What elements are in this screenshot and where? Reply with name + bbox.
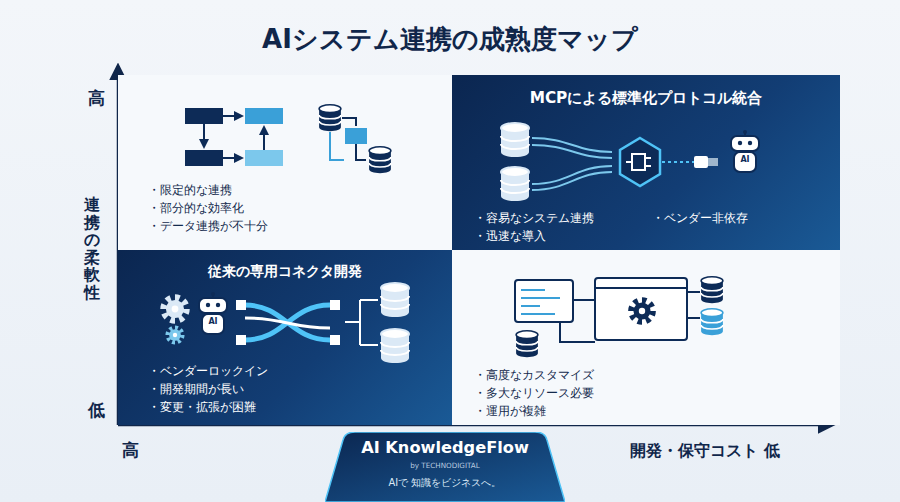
quadrant-panel: MCPによる標準化プロトコル統合・容易なシステム連携・迅速な導入 ・ベンダー非依存	[452, 75, 840, 250]
connector-illustration	[164, 283, 409, 363]
axis-end-label: 高	[122, 440, 139, 460]
robot-label: AI	[735, 155, 755, 165]
axis-end-label: 低	[88, 400, 105, 420]
flow-icon	[185, 108, 283, 166]
robot-label: AI	[203, 317, 223, 327]
node-text: ・運用が複雑	[474, 404, 546, 419]
node-text: ・多大なリソース必要	[474, 386, 594, 401]
database-icon	[319, 105, 391, 173]
node-text: ・ベンダー非依存	[652, 211, 748, 226]
quadrant-panel: 従来の専用コネクタ開発・ベンダーロックイン・開発期間が長い・変更・拡張が困難	[118, 250, 452, 425]
node-heading: AI KnowledgeFlow	[325, 438, 565, 458]
node-text: ・変更・拡張が困難	[148, 400, 256, 415]
title: AIシステム連携の成熟度マップ	[0, 22, 900, 57]
custom-illustration	[515, 277, 723, 357]
node-text: ・限定的な連携	[148, 183, 232, 198]
brand-tab: AI KnowledgeFlow by TECHNODIGITAL AIで 知識をビ…	[325, 432, 565, 502]
quadrant-panel: ・限定的な連携・部分的な効率化・データ連携が不十分	[118, 75, 452, 250]
node-heading: 従来の専用コネクタ開発	[118, 262, 452, 280]
axis-end-label: 高	[88, 88, 105, 108]
node-text: AIで 知識をビジネスへ。	[325, 477, 565, 489]
node-text: ・ベンダーロックイン	[148, 364, 268, 379]
node-text: by TECHNODIGITAL	[325, 461, 565, 470]
node-text: ・部分的な効率化	[148, 201, 244, 216]
node-text: ・高度なカスタマイズ	[474, 368, 594, 383]
axis-title: 開発・保守コスト 低	[630, 441, 780, 460]
node-text: ・データ連携が不十分	[148, 219, 268, 234]
node-heading: MCPによる標準化プロトコル統合	[452, 89, 840, 108]
quadrant-panel: ・高度なカスタマイズ・多大なリソース必要・運用が複雑	[452, 250, 840, 425]
node-text: ・迅速な導入	[474, 229, 546, 244]
axis-title: 連携の柔軟性	[84, 196, 100, 302]
node-text: ・容易なシステム連携	[474, 211, 594, 226]
node-text: ・開発期間が長い	[148, 382, 244, 397]
mcp-illustration	[501, 123, 759, 201]
